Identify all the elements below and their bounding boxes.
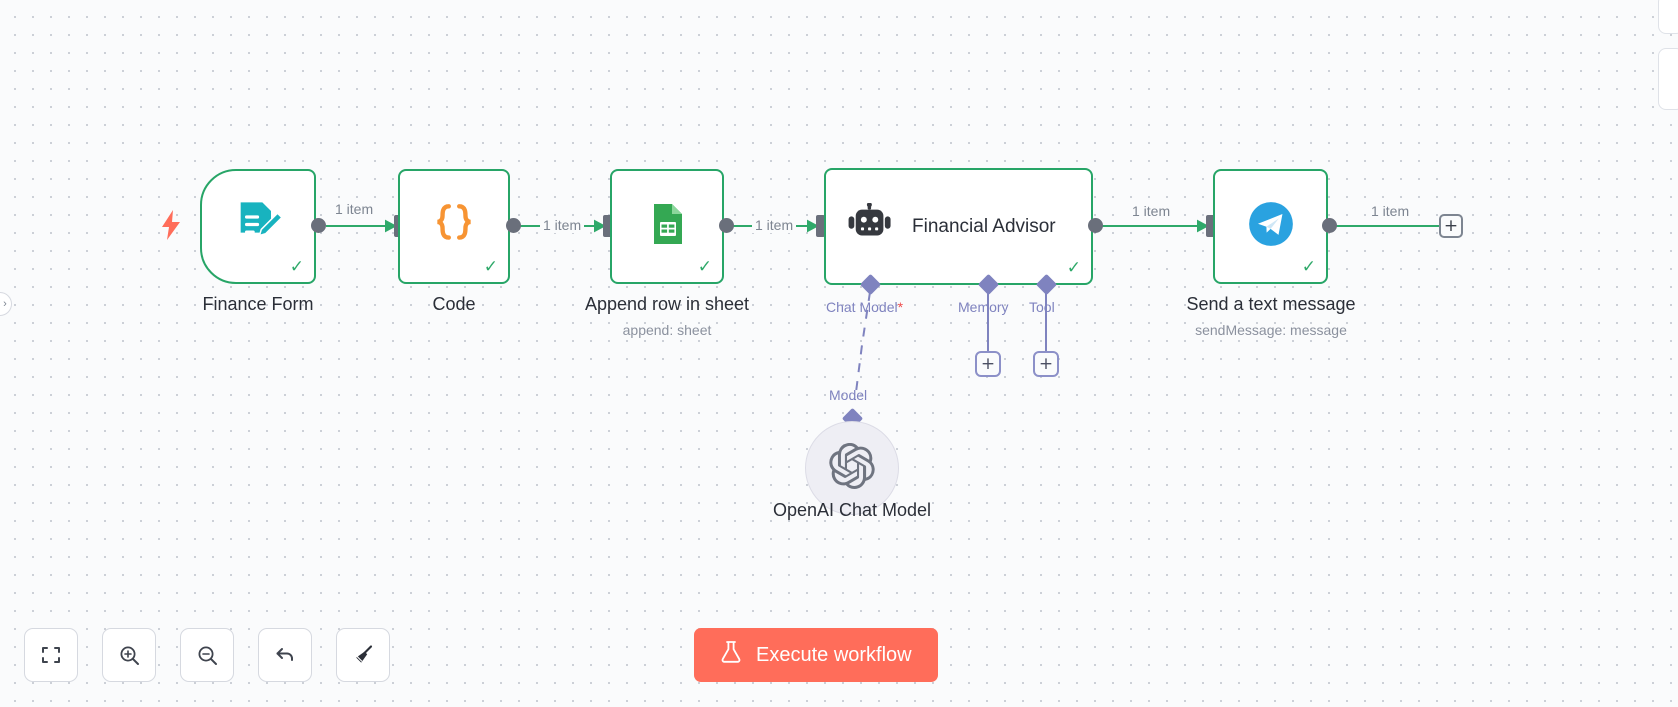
node-label-append-row-in-sheet: Append row in sheet bbox=[584, 294, 750, 314]
canvas-toolbar bbox=[24, 628, 390, 682]
zoom-out-button[interactable] bbox=[180, 628, 234, 682]
zoom-in-icon bbox=[120, 646, 139, 665]
right-edge-panel-bottom[interactable] bbox=[1658, 48, 1678, 110]
google-sheets-icon bbox=[643, 200, 691, 253]
add-memory-button[interactable]: + bbox=[975, 351, 1001, 377]
node-status-success-icon: ✓ bbox=[1066, 258, 1081, 278]
node-subtitle-send-a-text-message: sendMessage: message bbox=[1195, 322, 1347, 338]
edge-label-items-3: 1 item bbox=[752, 217, 797, 233]
node-status-success-icon: ✓ bbox=[289, 257, 304, 277]
node-label-send-a-text-message: Send a text message bbox=[1186, 294, 1356, 314]
input-port-financial-advisor[interactable] bbox=[816, 215, 825, 237]
robot-icon bbox=[848, 202, 894, 250]
zoom-in-button[interactable] bbox=[102, 628, 156, 682]
node-status-success-icon: ✓ bbox=[1301, 257, 1316, 277]
code-braces-icon bbox=[429, 199, 479, 254]
sub-link-label-model: Model bbox=[829, 387, 868, 403]
fit-to-view-button[interactable] bbox=[24, 628, 78, 682]
edge-label-items-1: 1 item bbox=[332, 201, 377, 217]
undo-arrow-icon bbox=[276, 648, 293, 661]
node-label-code: Code bbox=[432, 294, 476, 314]
right-edge-panel-top[interactable] bbox=[1658, 0, 1678, 34]
flask-icon bbox=[720, 640, 742, 670]
node-finance-form[interactable]: ✓ bbox=[200, 169, 316, 284]
chevron-right-icon: › bbox=[3, 298, 7, 310]
output-port-send-a-text-message[interactable] bbox=[1322, 218, 1337, 233]
node-status-success-icon: ✓ bbox=[483, 257, 498, 277]
output-port-finance-form[interactable] bbox=[311, 218, 326, 233]
execute-workflow-label: Execute workflow bbox=[756, 643, 912, 666]
node-status-success-icon: ✓ bbox=[697, 257, 712, 277]
lightning-bolt-icon bbox=[160, 210, 182, 245]
add-node-button[interactable]: + bbox=[1439, 214, 1463, 238]
node-code[interactable]: ✓ bbox=[398, 169, 510, 284]
telegram-icon bbox=[1246, 199, 1296, 254]
node-label-finance-form: Finance Form bbox=[202, 294, 314, 314]
sub-port-label-chat-model: Chat Model* bbox=[826, 299, 904, 315]
tidy-up-button[interactable] bbox=[336, 628, 390, 682]
sub-port-label-tool: Tool bbox=[1029, 299, 1055, 315]
reset-zoom-button[interactable] bbox=[258, 628, 312, 682]
node-append-row-in-sheet[interactable]: ✓ bbox=[610, 169, 724, 284]
add-tool-button[interactable]: + bbox=[1033, 351, 1059, 377]
node-label-openai-chat-model: OpenAI Chat Model bbox=[772, 500, 932, 520]
node-financial-advisor[interactable]: Financial Advisor ✓ bbox=[824, 168, 1093, 285]
edge-label-items-5: 1 item bbox=[1368, 203, 1413, 219]
execute-workflow-button[interactable]: Execute workflow bbox=[694, 628, 938, 682]
node-title-financial-advisor: Financial Advisor bbox=[912, 215, 1056, 237]
node-openai-chat-model[interactable] bbox=[805, 421, 899, 515]
input-port-send-a-text-message[interactable] bbox=[1206, 215, 1215, 237]
sub-port-label-memory: Memory bbox=[958, 299, 1009, 315]
fit-to-view-icon bbox=[42, 647, 60, 663]
edge-label-items-4: 1 item bbox=[1129, 203, 1174, 219]
broom-icon bbox=[356, 645, 373, 663]
panel-collapse-handle[interactable]: › bbox=[0, 292, 12, 316]
input-port-append-row-in-sheet[interactable] bbox=[603, 215, 612, 237]
required-marker: * bbox=[897, 299, 904, 315]
form-edit-icon bbox=[232, 198, 284, 255]
openai-icon bbox=[829, 442, 875, 494]
output-port-append-row-in-sheet[interactable] bbox=[719, 218, 734, 233]
zoom-out-icon bbox=[198, 646, 217, 665]
node-subtitle-append-row-in-sheet: append: sheet bbox=[622, 322, 712, 338]
edge-label-items-2: 1 item bbox=[540, 217, 585, 233]
output-port-financial-advisor[interactable] bbox=[1088, 218, 1103, 233]
node-send-a-text-message[interactable]: ✓ bbox=[1213, 169, 1328, 284]
output-port-code[interactable] bbox=[506, 218, 521, 233]
